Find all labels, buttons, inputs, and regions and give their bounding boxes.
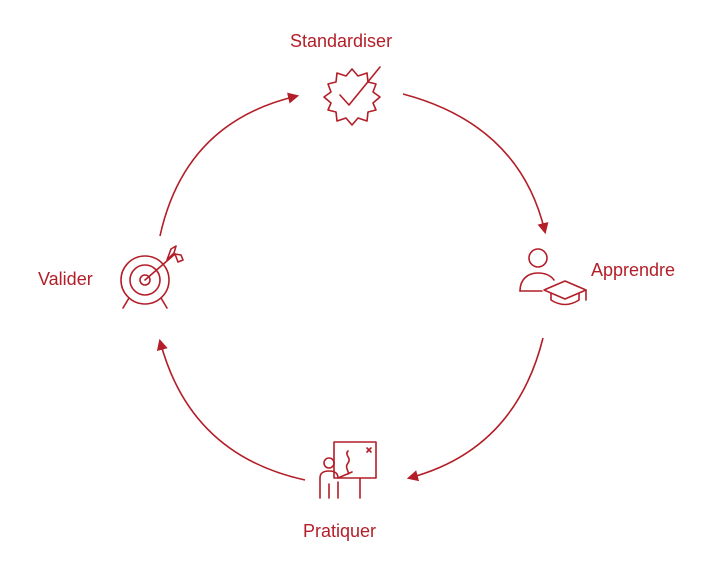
step-label-apprendre: Apprendre [591, 260, 676, 280]
step-label-pratiquer: Pratiquer [303, 521, 377, 541]
gear-check-icon [323, 66, 381, 126]
target-arrow-icon [120, 245, 184, 309]
student-graduation-cap-icon [519, 248, 587, 306]
step-label-standardiser: Standardiser [290, 31, 393, 51]
step-label-valider: Valider [38, 269, 93, 289]
arrow-pratiquer-to-valider [156, 338, 306, 481]
arrow-apprendre-to-pratiquer [406, 337, 544, 482]
arrow-standardiser-to-apprendre [402, 93, 549, 235]
arrow-valider-to-standardiser [159, 92, 300, 237]
teacher-whiteboard-icon [319, 441, 377, 499]
